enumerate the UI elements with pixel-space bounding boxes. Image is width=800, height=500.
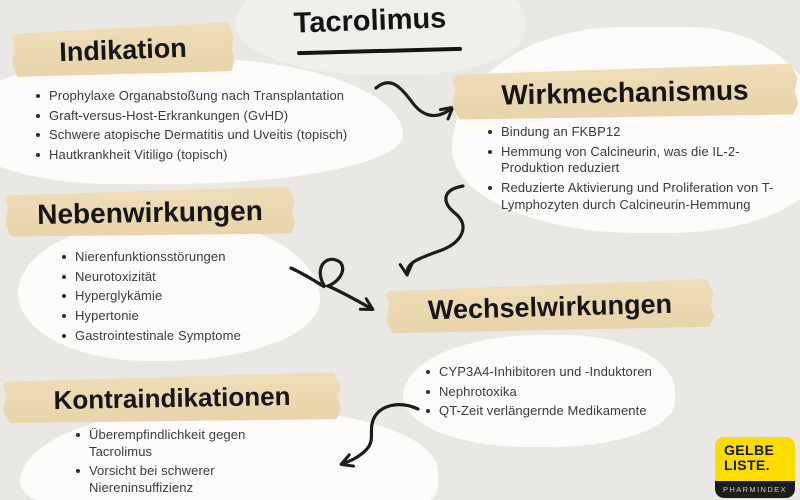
wechselwirkungen-blob <box>403 335 675 447</box>
kontraindikationen-blob <box>20 409 438 500</box>
bullet-dot-icon <box>62 294 66 299</box>
list-item-text: Bindung an FKBP12 <box>501 124 621 139</box>
title-blob <box>235 0 525 75</box>
bullet-dot-icon <box>62 255 66 259</box>
logo-text-line1: GELBE <box>724 442 775 458</box>
list-item-text: Hemmung von Calcineurin, was die IL-2-Pr… <box>501 143 740 176</box>
logo-text-line2: LISTE. <box>724 457 770 474</box>
bullet-dot-icon <box>426 370 430 374</box>
bullet-dot-icon <box>76 433 80 437</box>
gelbe-liste-logo: GELBE LISTE. PHARMINDEX <box>715 437 795 498</box>
arrow-nebenwirkungen-to-wechselwirkungen <box>289 257 375 311</box>
bullet-dot-icon <box>62 333 66 338</box>
section-label: Nebenwirkungen <box>36 194 264 230</box>
list-item: Hemmung von Calcineurin, was die IL-2-Pr… <box>488 144 780 177</box>
nebenwirkungen-list: Nierenfunktionsstörungen Neurotoxizität … <box>62 249 312 347</box>
logo-yellow-box: GELBE LISTE. <box>715 437 795 481</box>
list-item: Nierenfunktionsstörungen <box>62 249 312 266</box>
bullet-dot-icon <box>62 313 66 318</box>
list-item: Reduzierte Aktivierung und Proliferation… <box>488 180 780 213</box>
list-item: Überempfindlichkeit gegen Tacrolimus <box>76 427 262 460</box>
list-item-text: Hypertonie <box>75 307 139 323</box>
list-item: Neurotoxizität <box>62 269 312 286</box>
indikation-list: Prophylaxe Organabstoßung nach Transplan… <box>36 88 368 167</box>
bullet-dot-icon <box>488 149 492 154</box>
list-item: CYP3A4-Inhibitoren und -Induktoren <box>426 364 676 381</box>
list-item: Hautkrankheit Vitiligo (topisch) <box>36 147 368 164</box>
bullet-dot-icon <box>36 133 40 138</box>
list-item-text: Nierenfunktionsstörungen <box>75 249 226 264</box>
logo-tagline: PHARMINDEX <box>722 485 787 494</box>
list-item-text: Hautkrankheit Vitiligo (topisch) <box>49 146 228 162</box>
page-title: Tacrolimus <box>293 2 447 40</box>
list-item: Nephrotoxika <box>426 384 676 401</box>
wirkmechanismus-blob <box>452 27 800 233</box>
list-item: Bindung an FKBP12 <box>488 124 780 141</box>
list-item: Vorsicht bei schwerer Niereninsuffizienz <box>76 463 262 496</box>
list-item-text: Prophylaxe Organabstoßung nach Transplan… <box>49 88 345 103</box>
section-label: Indikation <box>58 32 188 68</box>
list-item-text: Gastrointestinale Symptome <box>75 327 241 343</box>
bullet-dot-icon <box>488 185 492 190</box>
arrow-wirkmechanismus-to-wechselwirkungen <box>398 184 465 277</box>
list-item: QT-Zeit verlängernde Medikamente <box>426 403 676 420</box>
list-item: Schwere atopische Dermatitis und Uveitis… <box>36 127 368 144</box>
list-item-text: Neurotoxizität <box>75 268 156 284</box>
list-item-text: Reduzierte Aktivierung und Proliferation… <box>501 179 774 212</box>
arrow-indikation-to-wirkmechanismus <box>374 81 455 121</box>
list-item-text: QT-Zeit verlängernde Medikamente <box>439 403 647 419</box>
arrow-wechselwirkungen-to-kontraindikationen <box>339 403 420 468</box>
kontraindikationen-list: Überempfindlichkeit gegen Tacrolimus Vor… <box>76 427 262 500</box>
bullet-dot-icon <box>62 274 66 279</box>
bullet-dot-icon <box>426 409 430 414</box>
section-label: Wirkmechanismus <box>501 73 749 111</box>
list-item: Gastrointestinale Symptome <box>62 328 312 345</box>
wechselwirkungen-list: CYP3A4-Inhibitoren und -Induktoren Nephr… <box>426 364 676 423</box>
list-item-text: Nephrotoxika <box>439 383 517 399</box>
list-item-text: CYP3A4-Inhibitoren und -Induktoren <box>439 364 652 379</box>
list-item-text: Hyperglykämie <box>75 288 163 304</box>
bullet-dot-icon <box>36 113 40 118</box>
list-item-text: Überempfindlichkeit gegen Tacrolimus <box>89 427 246 459</box>
logo-tagline-bar: PHARMINDEX <box>715 481 795 498</box>
section-label: Wechselwirkungen <box>427 288 673 325</box>
section-heading-nebenwirkungen: Nebenwirkungen <box>5 186 296 238</box>
indikation-blob <box>0 58 403 184</box>
bullet-dot-icon <box>36 152 40 157</box>
section-label: Kontraindikationen <box>53 380 291 416</box>
bullet-dot-icon <box>36 94 40 98</box>
list-item-text: Schwere atopische Dermatitis und Uveitis… <box>49 127 348 143</box>
list-item-text: Graft-versus-Host-Erkrankungen (GvHD) <box>49 107 289 123</box>
list-item: Hypertonie <box>62 308 312 325</box>
bullet-dot-icon <box>76 469 80 474</box>
list-item: Hyperglykämie <box>62 288 312 305</box>
list-item: Graft-versus-Host-Erkrankungen (GvHD) <box>36 108 368 125</box>
wirkmechanismus-list: Bindung an FKBP12 Hemmung von Calcineuri… <box>488 124 780 216</box>
nebenwirkungen-blob <box>18 219 320 361</box>
bullet-dot-icon <box>426 389 430 394</box>
list-item: Prophylaxe Organabstoßung nach Transplan… <box>36 88 368 105</box>
bullet-dot-icon <box>488 130 492 134</box>
list-item-text: Vorsicht bei schwerer Niereninsuffizienz <box>89 463 215 495</box>
